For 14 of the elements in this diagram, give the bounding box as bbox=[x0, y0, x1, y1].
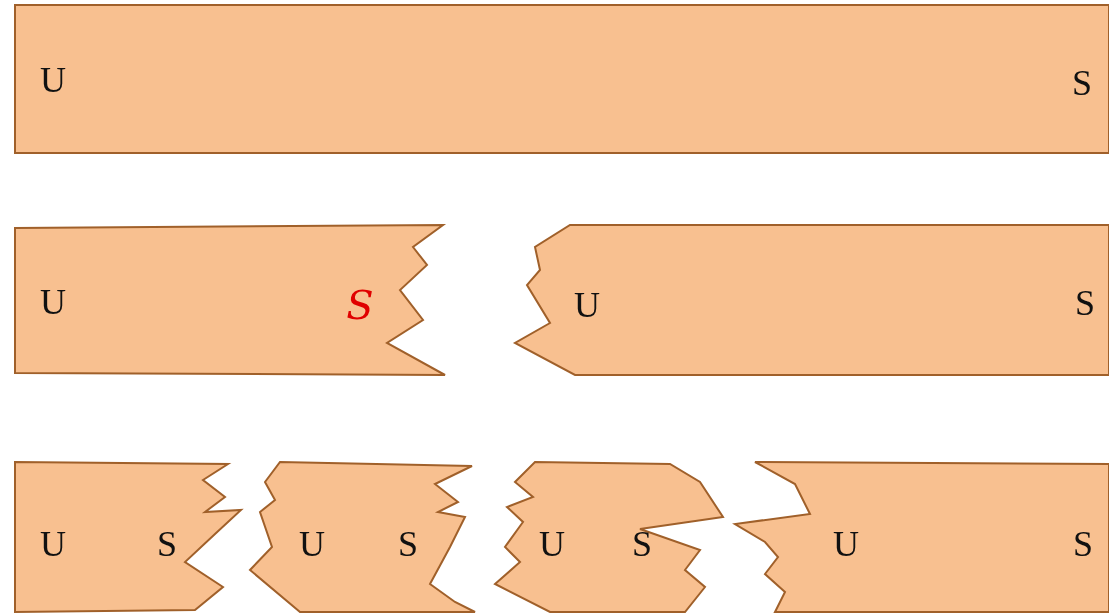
pole-label: U bbox=[833, 524, 859, 564]
pole-label: S bbox=[1073, 524, 1093, 564]
pole-label: S bbox=[157, 524, 177, 564]
pole-label: U bbox=[40, 524, 66, 564]
pole-label: U bbox=[299, 524, 325, 564]
pole-label: S bbox=[398, 524, 418, 564]
pole-label: U bbox=[539, 524, 565, 564]
handwritten-pole-label: S bbox=[346, 285, 374, 325]
pole-label: U bbox=[40, 60, 66, 100]
pole-label: S bbox=[1072, 63, 1092, 103]
pole-label: U bbox=[574, 285, 600, 325]
pole-label: S bbox=[1075, 283, 1095, 323]
pole-label: S bbox=[632, 524, 652, 564]
pole-label: U bbox=[40, 282, 66, 322]
